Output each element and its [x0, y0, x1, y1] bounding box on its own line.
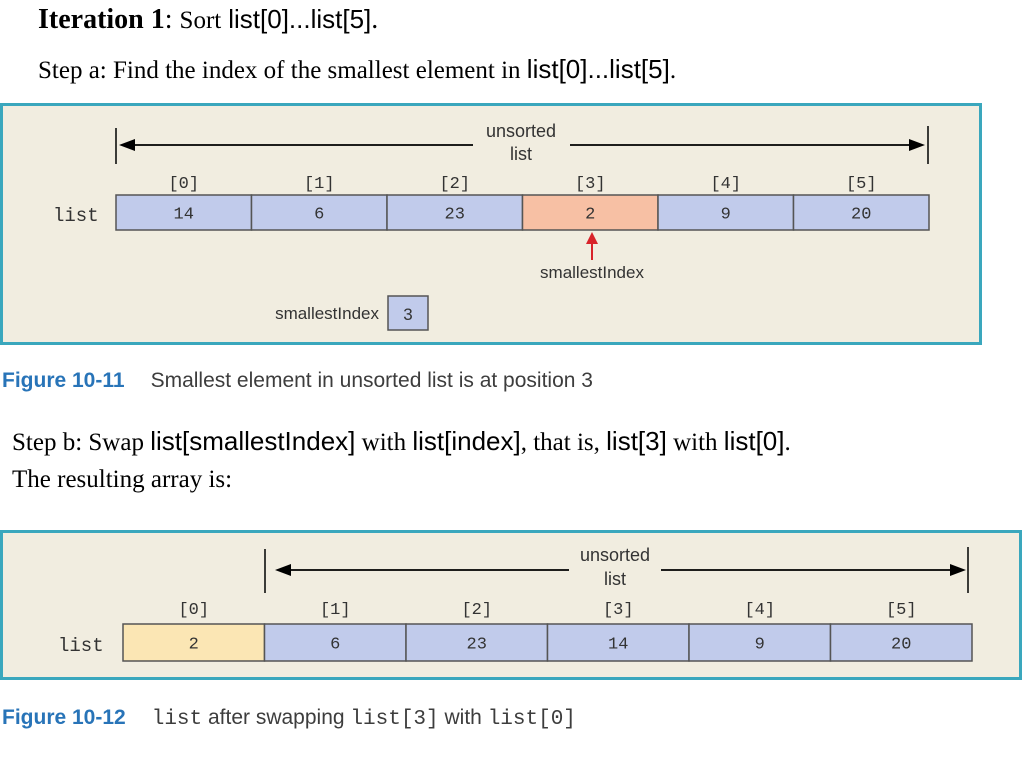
smallest-index-arrow-head — [586, 232, 598, 244]
iteration-heading: Iteration 1: Sort list[0]...list[5]. — [38, 4, 378, 36]
heading-period: . — [371, 4, 379, 35]
resulting-array-text: The resulting array is: — [12, 466, 233, 493]
caption-code-list3: list[3] — [350, 708, 439, 731]
array-cell-2 — [386, 194, 524, 231]
array-value-5: 20 — [891, 636, 911, 655]
array-value-0: 14 — [174, 206, 194, 225]
heading-colon: : — [164, 4, 173, 35]
array-cell-5 — [792, 194, 930, 231]
array-value-3: 14 — [608, 636, 628, 655]
step-b-code3: list[3] — [606, 426, 667, 456]
step-b-code4: list[0] — [723, 426, 785, 456]
step-a-description: Step a: Find the index of the smallest e… — [38, 57, 521, 84]
step-a-period: . — [669, 57, 677, 84]
array-cell-5 — [829, 623, 973, 662]
array-value-1: 6 — [314, 206, 324, 225]
step-b-part4: with — [673, 429, 718, 456]
heading-sort: Sort — [179, 7, 222, 34]
array-value-3: 2 — [585, 206, 595, 225]
step-a-range: list[0]...list[5] — [526, 54, 670, 84]
index-label-1: [1] — [304, 175, 335, 194]
unsorted-arrow-left-head — [275, 564, 291, 576]
iteration-title: Iteration 1 — [38, 4, 165, 35]
step-a-text: Step a: Find the index of the smallest e… — [38, 54, 676, 85]
caption-code-list0: list[0] — [487, 708, 576, 731]
unsorted-arrow-left-head — [119, 139, 135, 151]
array-value-2: 23 — [467, 636, 487, 655]
smallest-index-arrow-label: smallestIndex — [540, 263, 644, 282]
index-label-0: [0] — [168, 175, 199, 194]
array-value-2: 23 — [445, 206, 465, 225]
step-b-code2: list[index] — [412, 426, 521, 456]
index-label-2: [2] — [439, 175, 470, 194]
array-value-1: 6 — [330, 636, 340, 655]
index-label-3: [3] — [575, 175, 606, 194]
array-cell-0 — [122, 623, 266, 662]
array-cell-2 — [405, 623, 549, 662]
list-label: list — [58, 635, 104, 657]
index-label-1: [1] — [320, 601, 351, 620]
step-b-part3: , that is, — [520, 429, 600, 456]
step-b-part1: Step b: Swap — [12, 429, 144, 456]
array-cell-0 — [115, 194, 253, 231]
index-label-5: [5] — [846, 175, 877, 194]
step-b-part5: . — [784, 429, 791, 456]
array-cell-3 — [546, 623, 690, 662]
unsorted-label-line1: unsorted — [580, 545, 650, 565]
caption-text-after-swapping: after swapping — [207, 706, 345, 729]
step-b-part2: with — [361, 429, 407, 456]
unsorted-label-line2: list — [510, 144, 532, 164]
index-label-4: [4] — [744, 601, 775, 620]
array-cell-1 — [263, 623, 407, 662]
array-value-0: 2 — [189, 636, 199, 655]
index-label-3: [3] — [603, 601, 634, 620]
figure-10-11-caption-text: Smallest element in unsorted list is at … — [150, 369, 593, 392]
index-label-0: [0] — [178, 601, 209, 620]
step-b-text: Step b: Swap list[smallestIndex] with li… — [12, 426, 791, 457]
index-label-5: [5] — [886, 601, 917, 620]
caption-code-list: list — [151, 708, 203, 731]
smallest-index-box — [387, 295, 429, 331]
unsorted-arrow-right-head — [909, 139, 925, 151]
array-value-4: 9 — [721, 206, 731, 225]
figure-10-11-panel: unsorted list list [0] 14 [1] 6 [2] 23 [3] 2 [4]… — [0, 103, 982, 345]
figure-10-11-number: Figure 10-11 — [2, 369, 125, 392]
figure-10-11-diagram: unsorted list list [0] 14 [1] 6 [2] 23 [3] 2 [4]… — [53, 121, 930, 331]
smallest-index-box-value: 3 — [403, 305, 412, 324]
unsorted-arrow-right-head — [950, 564, 966, 576]
figure-10-12-number: Figure 10-12 — [2, 706, 126, 729]
smallest-index-box-label: smallestIndex — [275, 304, 379, 323]
list-label: list — [53, 205, 99, 227]
array-value-4: 9 — [755, 636, 765, 655]
index-label-2: [2] — [461, 601, 492, 620]
index-label-4: [4] — [710, 175, 741, 194]
figure-10-12-diagram: unsorted list list [0] 2 [1] 6 [2] 23 [3] 14 [4]… — [58, 545, 973, 662]
caption-text-with: with — [444, 706, 482, 729]
unsorted-label-line1: unsorted — [486, 121, 556, 141]
figure-10-11-caption: Figure 10-11 Smallest element in unsorted… — [2, 369, 593, 393]
figure-10-12-panel: unsorted list list [0] 2 [1] 6 [2] 23 [3] 14 [4]… — [0, 530, 1022, 680]
array-cell-1 — [250, 194, 388, 231]
array-value-5: 20 — [851, 206, 871, 225]
array-cell-3 — [521, 194, 659, 231]
unsorted-label-line2: list — [604, 569, 626, 589]
heading-range: list[0]...list[5] — [228, 4, 372, 34]
step-b-code1: list[smallestIndex] — [150, 426, 356, 456]
